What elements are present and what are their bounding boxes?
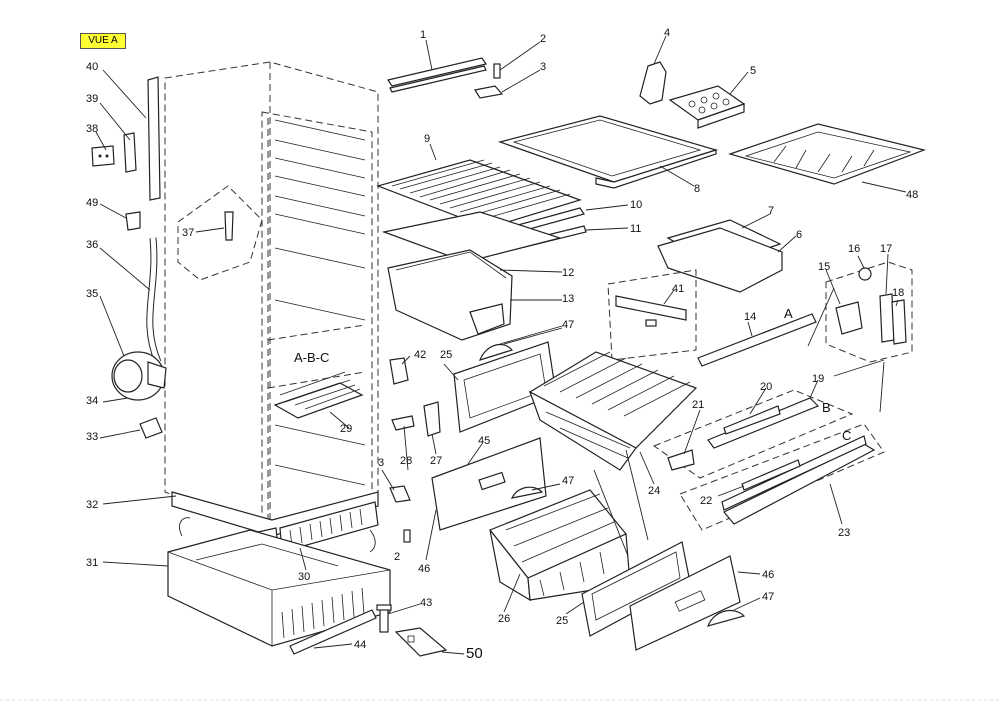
crisper-cover-48 bbox=[728, 123, 927, 185]
handle-47a bbox=[479, 343, 514, 361]
callout-numbers: 40 39 38 49 36 35 34 33 32 31 37 29 30 4… bbox=[86, 27, 918, 662]
callout-36: 36 bbox=[86, 239, 98, 251]
leveling-foot-43 bbox=[376, 604, 392, 633]
hinge-bracket-38-39 bbox=[91, 132, 137, 173]
hinge-top-2-3 bbox=[474, 63, 504, 99]
callout-28: 28 bbox=[400, 455, 412, 467]
callout-9: 9 bbox=[424, 133, 430, 145]
callout-7: 7 bbox=[768, 205, 774, 217]
hinge-3-2-lower bbox=[389, 485, 411, 543]
section-label-abc: A-B-C bbox=[294, 350, 329, 365]
callout-17: 17 bbox=[880, 243, 892, 255]
callout-12: 12 bbox=[562, 267, 574, 279]
crisper-7-6 bbox=[657, 219, 783, 293]
callout-37: 37 bbox=[182, 227, 194, 239]
door-seal-strip-40 bbox=[147, 76, 161, 201]
door-panel-46b bbox=[629, 555, 741, 651]
leader-lines bbox=[95, 35, 907, 655]
callout-29: 29 bbox=[340, 423, 352, 435]
callout-18: 18 bbox=[892, 287, 904, 299]
callout-19: 19 bbox=[812, 373, 824, 385]
callout-46-right: 46 bbox=[762, 569, 774, 581]
hinge-group-15-18 bbox=[825, 261, 913, 363]
callout-4: 4 bbox=[664, 27, 670, 39]
callout-5: 5 bbox=[750, 65, 756, 77]
section-label-b: B bbox=[822, 400, 831, 415]
section-label-a: A bbox=[784, 306, 793, 321]
callout-49: 49 bbox=[86, 197, 98, 209]
callout-47-top: 47 bbox=[562, 319, 574, 331]
callout-2-lower: 2 bbox=[394, 551, 400, 563]
drawer-group-b-19-21 bbox=[652, 389, 854, 479]
callout-40: 40 bbox=[86, 61, 98, 73]
callout-25-top: 25 bbox=[440, 349, 452, 361]
callout-8: 8 bbox=[694, 183, 700, 195]
callout-16: 16 bbox=[848, 243, 860, 255]
top-trim-1 bbox=[387, 57, 487, 93]
callout-23: 23 bbox=[838, 527, 850, 539]
callout-34: 34 bbox=[86, 395, 98, 407]
callout-11: 11 bbox=[630, 223, 641, 235]
rail-14 bbox=[697, 313, 817, 367]
callout-43: 43 bbox=[420, 597, 432, 609]
view-label-badge: VUE A bbox=[80, 33, 126, 49]
glass-shelf-8 bbox=[497, 115, 719, 189]
callout-35: 35 bbox=[86, 288, 98, 300]
callout-20: 20 bbox=[760, 381, 772, 393]
callout-3-lower: 3 bbox=[378, 457, 384, 469]
basket-24 bbox=[528, 351, 698, 471]
callout-33: 33 bbox=[86, 431, 98, 443]
callout-6: 6 bbox=[796, 229, 802, 241]
section-label-c: C bbox=[842, 428, 851, 443]
callout-46-left: 46 bbox=[418, 563, 430, 575]
flap-group-41 bbox=[607, 269, 697, 361]
callout-32: 32 bbox=[86, 499, 98, 511]
callout-1: 1 bbox=[420, 29, 426, 41]
bracket-33 bbox=[139, 417, 163, 439]
callout-47-mid: 47 bbox=[562, 475, 574, 487]
callout-27: 27 bbox=[430, 455, 442, 467]
icebox-4 bbox=[639, 61, 667, 105]
callout-3: 3 bbox=[540, 61, 546, 73]
plate-50 bbox=[394, 627, 448, 657]
refrigerator-cabinet bbox=[164, 61, 379, 531]
callout-24: 24 bbox=[648, 485, 660, 497]
rail-44 bbox=[289, 609, 377, 655]
callout-39: 39 bbox=[86, 93, 98, 105]
shelf-9 bbox=[376, 159, 582, 229]
callout-50: 50 bbox=[466, 645, 483, 662]
callout-30: 30 bbox=[298, 571, 310, 583]
base-tray-31 bbox=[167, 529, 391, 647]
callout-15: 15 bbox=[818, 261, 830, 273]
compressor-35 bbox=[111, 351, 167, 401]
callout-25-bottom: 25 bbox=[556, 615, 568, 627]
callout-21: 21 bbox=[692, 399, 704, 411]
meat-drawer-13 bbox=[381, 211, 563, 341]
clip-49 bbox=[125, 211, 141, 231]
drawer-group-c-22-23 bbox=[679, 423, 885, 531]
handle-47c bbox=[707, 609, 746, 627]
callout-41: 41 bbox=[672, 283, 684, 295]
callout-48: 48 bbox=[906, 189, 918, 201]
callout-45: 45 bbox=[478, 435, 490, 447]
drain-hose-36 bbox=[146, 237, 162, 364]
callout-31: 31 bbox=[86, 557, 98, 569]
latch-42 bbox=[389, 357, 409, 385]
callout-10: 10 bbox=[630, 199, 642, 211]
lever-28-27 bbox=[391, 401, 441, 437]
callout-22: 22 bbox=[700, 495, 712, 507]
callout-42: 42 bbox=[414, 349, 426, 361]
callout-2: 2 bbox=[540, 33, 546, 45]
callout-26: 26 bbox=[498, 613, 510, 625]
callout-14: 14 bbox=[744, 311, 756, 323]
callout-47-bottom: 47 bbox=[762, 591, 774, 603]
callout-38: 38 bbox=[86, 123, 98, 135]
ice-tray-5 bbox=[668, 85, 746, 129]
callout-13: 13 bbox=[562, 293, 574, 305]
callout-44: 44 bbox=[354, 639, 366, 651]
